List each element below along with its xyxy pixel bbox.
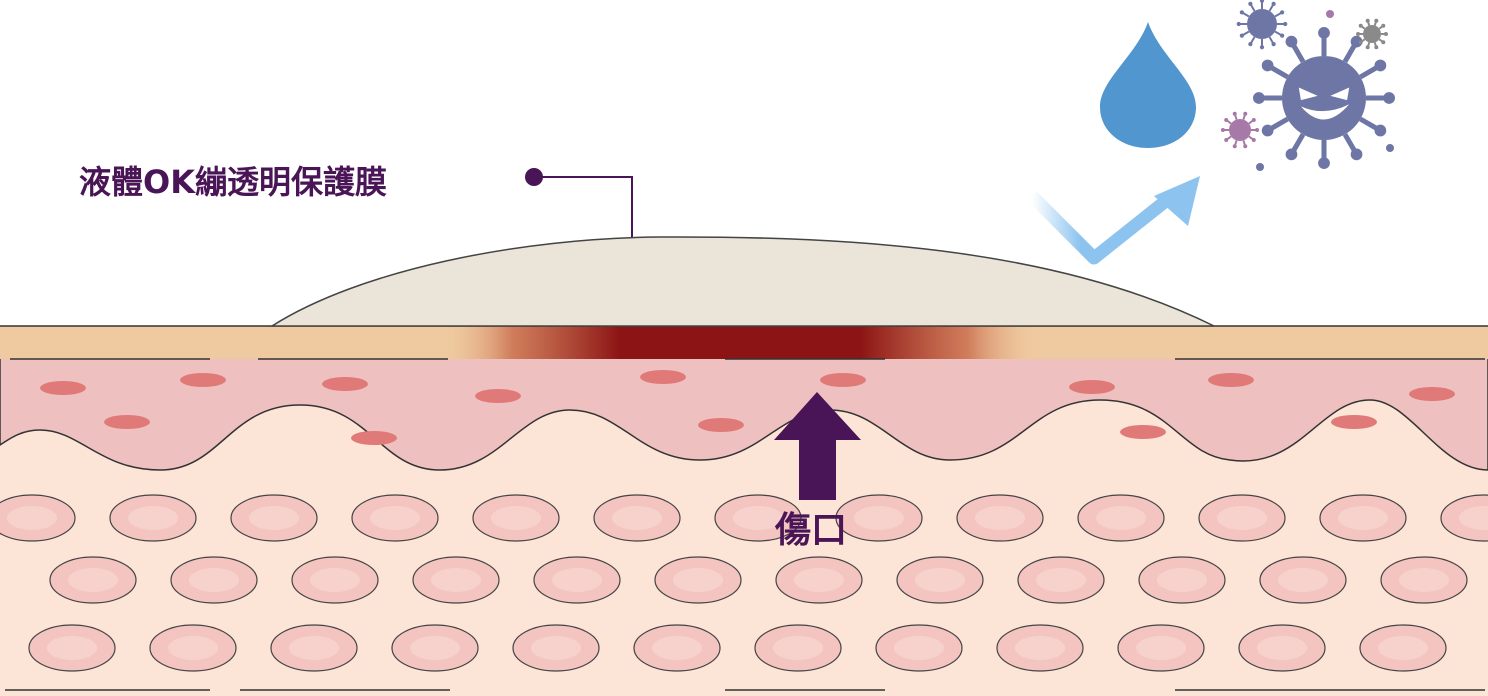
germ-dot xyxy=(1386,144,1394,152)
fat-cell xyxy=(412,556,500,604)
check-arrow-icon xyxy=(1027,176,1200,265)
dermis-cell xyxy=(698,418,744,432)
wound-label: 傷口 xyxy=(774,510,847,551)
up-arrow-icon xyxy=(774,392,861,500)
fat-cell xyxy=(291,556,379,604)
fat-cell xyxy=(1198,494,1286,542)
fat-cell xyxy=(775,556,863,604)
fat-cell xyxy=(49,556,137,604)
germ-dot xyxy=(1256,163,1264,171)
fat-cell xyxy=(149,624,237,672)
fat-cell xyxy=(109,494,197,542)
fat-cell xyxy=(1319,494,1407,542)
fat-cell xyxy=(1380,556,1468,604)
fat-cell xyxy=(1359,624,1447,672)
fat-cells xyxy=(0,494,1488,691)
fat-cell xyxy=(1077,494,1165,542)
fat-cell xyxy=(1238,624,1326,672)
dermis-cell xyxy=(1208,373,1254,387)
germ-icon xyxy=(1220,111,1260,149)
fat-cell xyxy=(0,494,76,542)
fat-cell xyxy=(1259,556,1347,604)
fat-cell xyxy=(472,494,560,542)
germ-group xyxy=(1220,0,1395,171)
dermis-cells xyxy=(40,370,1455,445)
fat-cell xyxy=(754,624,842,672)
dermis-cell xyxy=(322,377,368,391)
wound-area xyxy=(440,326,1040,359)
dermis-cell xyxy=(351,431,397,445)
fat-cell xyxy=(230,494,318,542)
fat-cell xyxy=(1138,556,1226,604)
protective-film xyxy=(269,236,1215,327)
fat-cell xyxy=(996,624,1084,672)
film-leader-dot xyxy=(525,168,543,186)
dermis-layer xyxy=(0,357,1488,471)
fat-cell xyxy=(391,624,479,672)
dermis-cell xyxy=(1069,380,1115,394)
dermis-cell xyxy=(1120,425,1166,439)
fat-cell xyxy=(875,624,963,672)
fat-cell xyxy=(1117,624,1205,672)
dermis-cell xyxy=(640,370,686,384)
germ-icon xyxy=(1236,0,1288,50)
film-label: 液體OK繃透明保護膜 xyxy=(79,163,387,201)
germ-icon xyxy=(1253,27,1395,169)
fat-cell xyxy=(512,624,600,672)
fat-cell xyxy=(28,624,116,672)
water-drop-icon xyxy=(1100,22,1196,148)
fat-cell xyxy=(633,624,721,672)
dermis-cell xyxy=(820,373,866,387)
dermis-cell xyxy=(104,415,150,429)
fat-cell xyxy=(593,494,681,542)
germ-icon xyxy=(1356,18,1388,50)
dermis-cell xyxy=(1331,415,1377,429)
fat-cell xyxy=(896,556,984,604)
dermis-cell xyxy=(1409,387,1455,401)
dermis-cell xyxy=(180,373,226,387)
fat-cell xyxy=(270,624,358,672)
germ-dot xyxy=(1326,10,1334,18)
fat-cell xyxy=(714,494,802,542)
fat-cell xyxy=(351,494,439,542)
fat-cell xyxy=(1017,556,1105,604)
film-leader-line xyxy=(534,176,633,237)
fat-cell xyxy=(835,494,923,542)
fat-cell xyxy=(654,556,742,604)
fat-cell xyxy=(1440,494,1488,542)
dermis-cell xyxy=(475,389,521,403)
dermis-cell xyxy=(40,381,86,395)
fat-cell xyxy=(170,556,258,604)
fat-cell xyxy=(956,494,1044,542)
fat-cell xyxy=(533,556,621,604)
